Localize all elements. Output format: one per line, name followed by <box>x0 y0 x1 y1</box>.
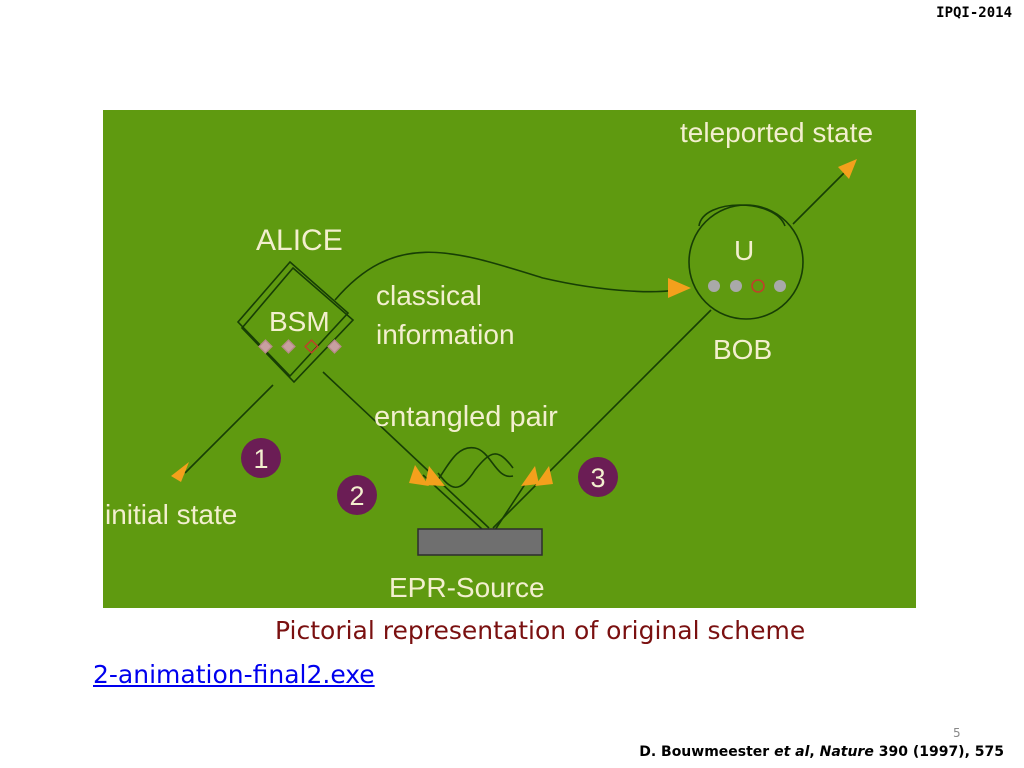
initial-state-label: initial state <box>105 499 237 530</box>
bsm-detector-2 <box>281 339 296 354</box>
bsm-detector-3 <box>304 339 319 354</box>
classical-label-line2: information <box>376 319 515 350</box>
bob-detector-4 <box>774 280 786 292</box>
initial-state-beam <box>184 384 274 474</box>
bob-detector-1 <box>708 280 720 292</box>
teleported-state-beam <box>792 165 852 225</box>
teleportation-diagram: 1 2 3 teleported state ALICE BSM classic… <box>103 110 916 608</box>
reference-details: 390 (1997), 575 <box>873 744 1004 760</box>
bsm-detector-4 <box>327 339 342 354</box>
bsm-detector-1 <box>258 339 273 354</box>
reference-citation: D. Bouwmeester et al, Nature 390 (1997),… <box>639 744 1004 760</box>
step-badge-3-label: 3 <box>590 463 605 493</box>
reference-journal: Nature <box>819 744 874 760</box>
epr-source-label: EPR-Source <box>389 572 545 603</box>
bob-label: BOB <box>713 334 772 365</box>
teleported-state-arrow <box>838 159 857 179</box>
teleported-state-label: teleported state <box>680 117 873 148</box>
animation-link[interactable]: 2-animation-final2.exe <box>93 660 375 689</box>
step-badge-1-label: 1 <box>253 444 268 474</box>
diagram-canvas: 1 2 3 teleported state ALICE BSM classic… <box>105 117 873 603</box>
page-number: 5 <box>953 726 961 740</box>
bob-detector-2 <box>730 280 742 292</box>
bob-detectors <box>708 279 786 293</box>
classical-label-line1: classical <box>376 280 482 311</box>
left-photon-arrow-a <box>409 465 429 486</box>
bob-circle <box>688 204 804 320</box>
u-label: U <box>734 235 754 266</box>
step-badge-2: 2 <box>337 475 377 515</box>
bsm-diamond <box>236 260 355 384</box>
alice-label: ALICE <box>256 224 343 257</box>
entangled-pair-label: entangled pair <box>374 401 558 433</box>
step-badge-1: 1 <box>241 438 281 478</box>
initial-state-arrow <box>171 462 189 482</box>
step-badge-3: 3 <box>578 457 618 497</box>
reference-authors: D. Bouwmeester <box>639 744 775 760</box>
left-photon-arrow-b <box>425 466 445 486</box>
bob-detector-3 <box>751 279 765 293</box>
reference-etal: et al <box>774 744 810 760</box>
reference-separator: , <box>809 744 820 760</box>
classical-info-arrow <box>668 278 691 298</box>
step-badge-2-label: 2 <box>349 481 364 511</box>
alice-photon-beam <box>322 371 490 529</box>
entangled-wave-a <box>437 446 514 481</box>
epr-source-slab <box>417 528 543 556</box>
entangled-wave-b <box>437 453 514 489</box>
right-photon-arrow-b <box>535 466 553 486</box>
bsm-detectors <box>258 339 342 354</box>
right-photon-arrow-a <box>521 466 539 486</box>
figure-caption: Pictorial representation of original sch… <box>275 616 806 645</box>
classical-channel <box>334 251 684 301</box>
bob-photon-beam <box>492 309 712 529</box>
bsm-label: BSM <box>269 306 330 337</box>
conference-label: IPQI-2014 <box>936 5 1012 21</box>
